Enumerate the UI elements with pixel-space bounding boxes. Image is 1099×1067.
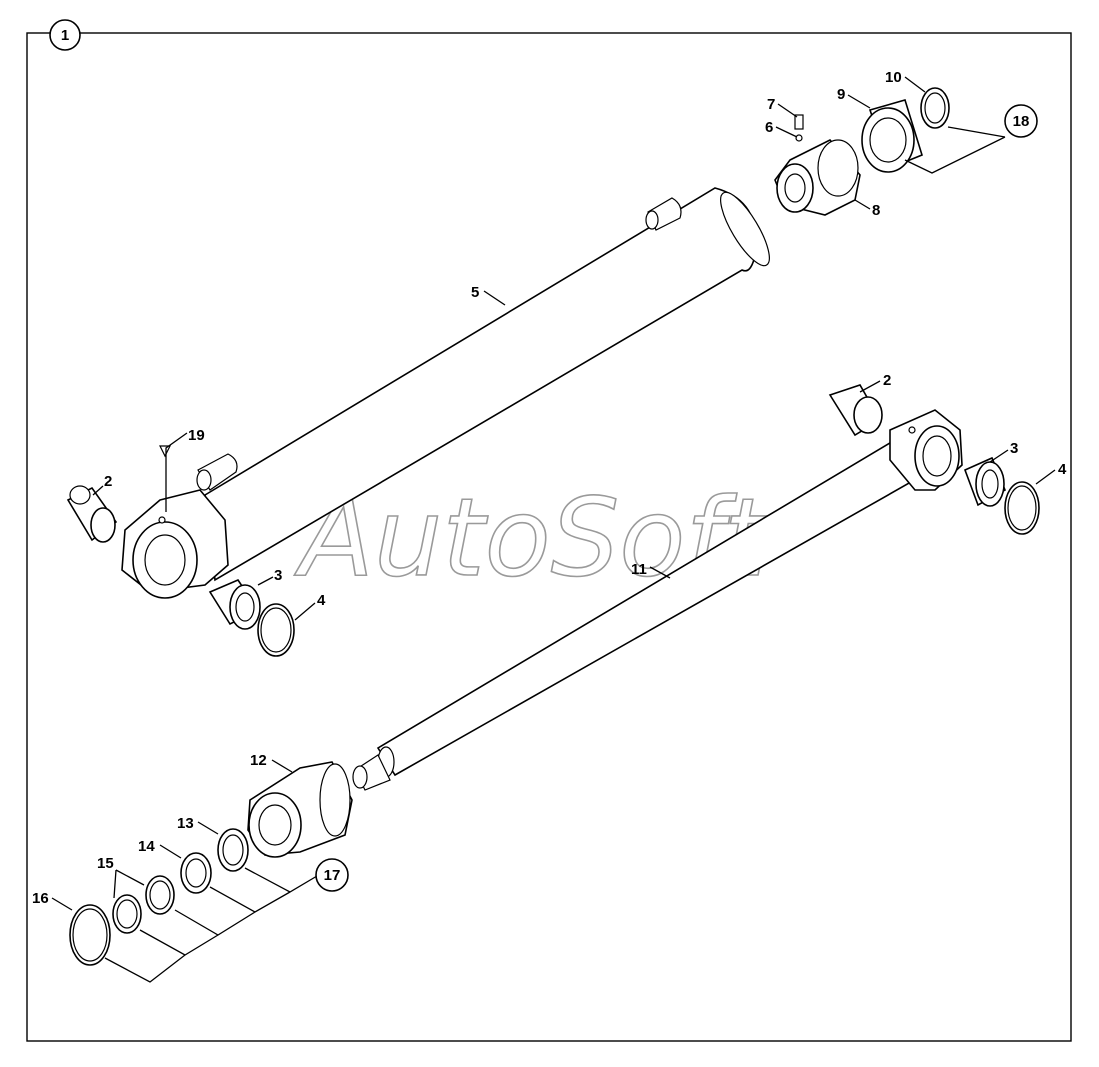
wiper-9 [861,99,923,173]
o-ring-10 [920,87,950,129]
bearing-3-right [963,456,1007,507]
callout-3-right: 3 [1010,440,1018,457]
snap-ring-4-left [257,603,295,657]
seal-15-a [145,875,175,915]
cylinder-barrel [196,187,770,582]
callout-11: 11 [631,561,647,578]
callout-8: 8 [872,202,880,219]
callout-4-right: 4 [1058,461,1067,478]
head-gland-8 [774,139,861,216]
callout-18-circle: 18 [1004,104,1038,138]
callout-17: 17 [324,867,341,884]
callout-12: 12 [250,752,267,769]
ball-6 [795,134,803,142]
piston-12 [247,761,353,858]
seal-14 [180,852,212,894]
callout-9: 9 [837,86,845,103]
snap-ring-4-right [1004,481,1040,535]
diagram-frame [26,32,1072,1042]
o-ring-16 [69,904,111,966]
callout-3-left: 3 [274,567,282,584]
callout-17-circle: 17 [315,858,349,892]
callout-4-left: 4 [317,592,326,609]
barrel-rear-eye [121,489,229,599]
callout-10: 10 [885,69,902,86]
frame-label: 1 [61,27,69,44]
callout-6: 6 [765,119,773,136]
callout-7: 7 [767,96,775,113]
callouts: 2 3 4 5 19 6 7 8 9 10 18 2 3 4 11 12 13 … [32,69,1067,907]
bearing-3-left [208,579,261,630]
callout-16: 16 [32,890,49,907]
callout-2-right: 2 [883,372,891,389]
bushing-2-right [828,384,883,437]
set-screw-7 [794,114,804,130]
leader-lines [51,76,1056,983]
rod-eye [889,409,963,491]
callout-18: 18 [1013,113,1030,130]
callout-15: 15 [97,855,114,872]
bushing-2-left [66,485,118,543]
callout-14: 14 [138,838,155,855]
seal-13 [217,828,249,872]
callout-13: 13 [177,815,194,832]
grease-fitting-19 [159,445,171,458]
frame-label-circle: 1 [49,19,81,51]
callout-5: 5 [471,284,479,301]
callout-19: 19 [188,427,205,444]
seal-15-b [112,894,142,934]
callout-2-left: 2 [104,473,112,490]
